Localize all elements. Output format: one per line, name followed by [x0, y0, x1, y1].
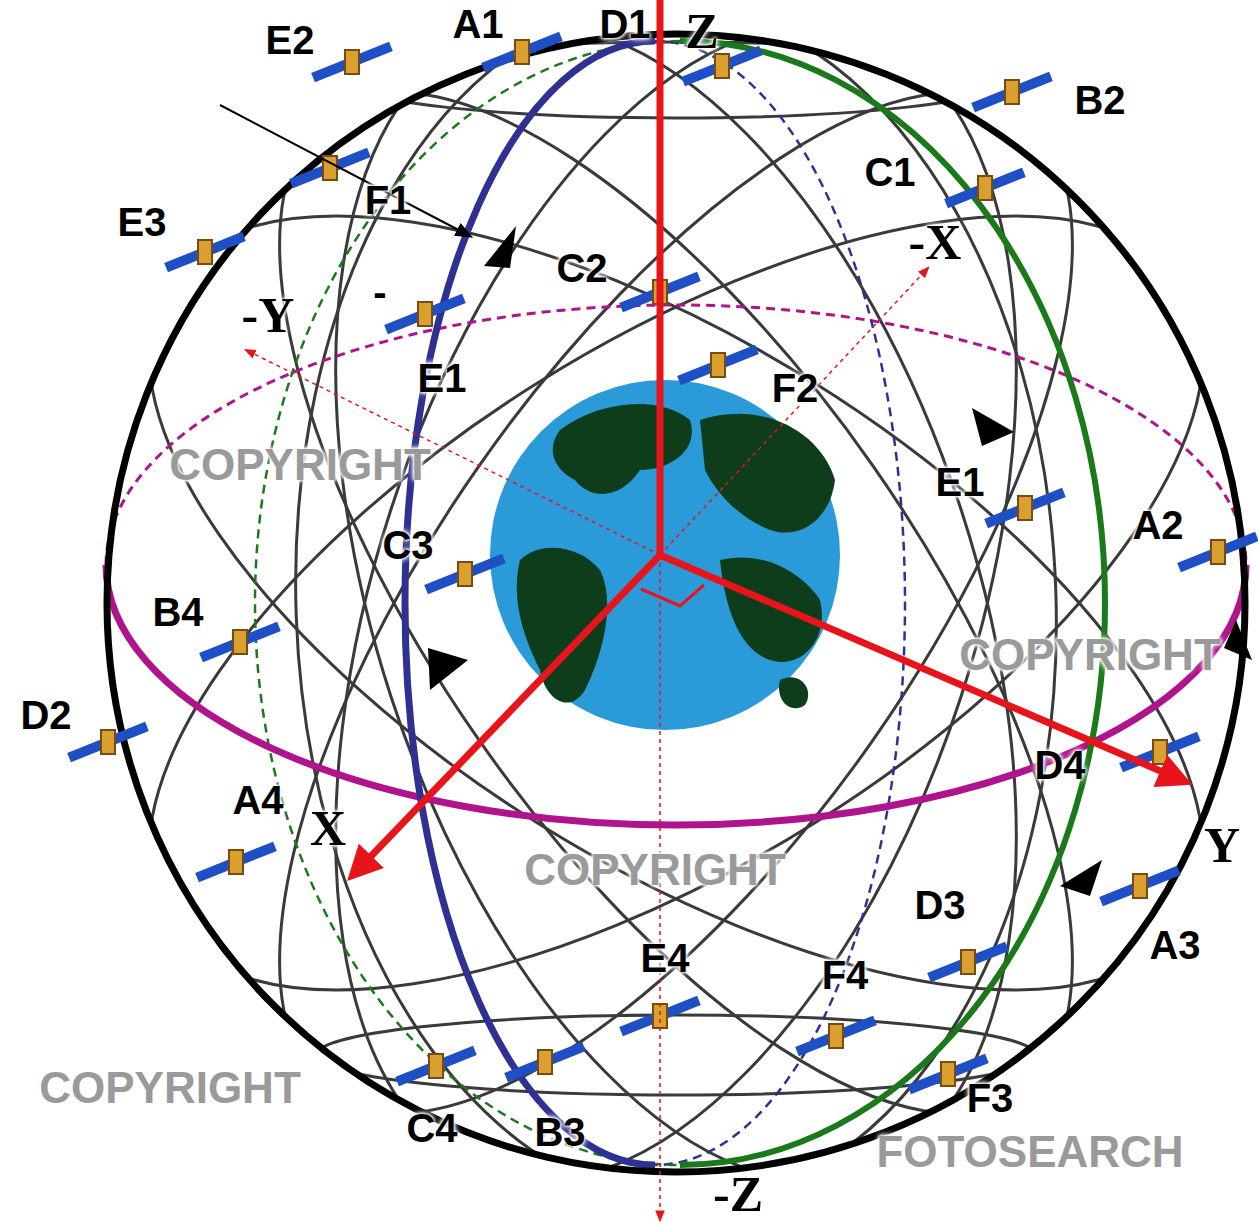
- watermark: COPYRIGHT: [524, 845, 786, 895]
- satellite-label: -: [373, 270, 386, 315]
- axis-label: Y: [1204, 816, 1240, 874]
- satellite-label: F2: [772, 366, 819, 411]
- satellite-label: E4: [641, 936, 690, 981]
- orbit-direction-arrows: [428, 226, 1252, 896]
- satellite-label: C4: [406, 1106, 457, 1151]
- equator-front: [106, 565, 1246, 825]
- watermark: FOTOSEARCH: [876, 1127, 1183, 1177]
- satellite-label: A3: [1149, 923, 1200, 968]
- satellite-label: C3: [382, 523, 433, 568]
- satellite-label: B3: [534, 1110, 585, 1155]
- watermark: COPYRIGHT: [169, 440, 431, 490]
- satellite-label: F3: [967, 1076, 1014, 1121]
- satellite-label: F4: [822, 953, 869, 998]
- watermark: COPYRIGHT: [39, 1063, 301, 1113]
- axis-label: X: [310, 799, 346, 857]
- satellite-label: B4: [152, 590, 203, 635]
- satellite-label: D1: [599, 2, 650, 47]
- satellite-label: F1: [365, 178, 412, 223]
- satellite-label: A2: [1132, 503, 1183, 548]
- axis-label: -Y: [242, 286, 295, 344]
- celestial-sphere: [107, 34, 1245, 1172]
- satellite-label: E2: [266, 18, 315, 63]
- leader-arrow: [220, 105, 470, 236]
- coordinate-axes: [246, 0, 1186, 1220]
- satellite-label: A4: [232, 778, 283, 823]
- satellite-label: A1: [452, 2, 503, 47]
- satellite-label: E1: [936, 460, 985, 505]
- meridian-front: [680, 41, 1105, 1165]
- satellite-label: D2: [20, 693, 71, 738]
- axis-label: -Z: [713, 1165, 763, 1223]
- orbit-lattice: [29, 0, 1258, 1225]
- satellite-label: D4: [1034, 743, 1085, 788]
- satellite-label: C1: [864, 150, 915, 195]
- satellite-label: C2: [556, 246, 607, 291]
- watermark: COPYRIGHT: [959, 630, 1221, 680]
- axis-label: Z: [685, 2, 718, 60]
- satellite-label: B2: [1074, 78, 1125, 123]
- axis-label: -X: [909, 213, 962, 271]
- satellite-label: E3: [118, 200, 167, 245]
- satellite-label: E1: [418, 356, 467, 401]
- meridian-back: [255, 41, 680, 1165]
- satellite-label: D3: [914, 883, 965, 928]
